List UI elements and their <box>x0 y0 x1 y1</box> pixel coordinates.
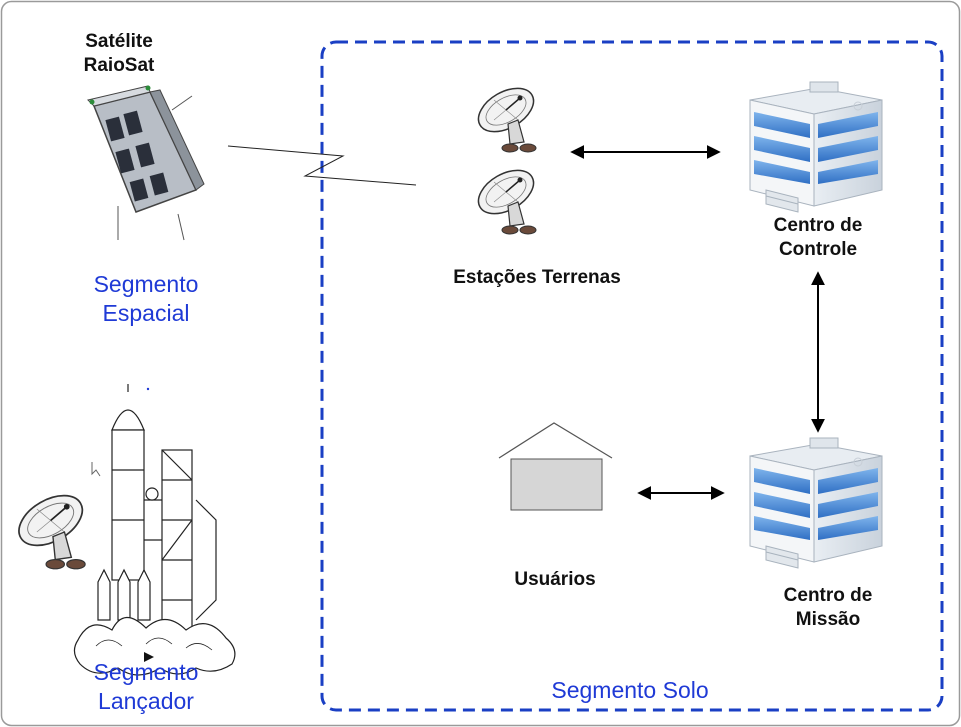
control-center-label: Centro de Controle <box>748 214 888 262</box>
antenna-dish-icon <box>9 484 92 570</box>
satellite-icon <box>87 85 205 241</box>
ground-segment-border <box>320 40 944 712</box>
antenna-dish-icon <box>470 78 542 153</box>
pointer-icon <box>144 652 154 662</box>
radio-link-icon <box>227 145 417 186</box>
space-segment-label-line2: Espacial <box>102 299 190 326</box>
launcher-segment-label: Segmento Lançador <box>68 658 224 716</box>
house-icon <box>498 422 613 511</box>
rocket-icon <box>73 384 236 676</box>
ground-segment-label: Segmento Solo <box>551 677 709 703</box>
mission-center-label-line1: Centro de <box>783 585 873 606</box>
building-icon <box>749 81 883 213</box>
ground-stations-label: Estações Terrenas <box>453 267 621 288</box>
antenna-dish-icon <box>470 160 542 235</box>
mission-center-label-line2: Missão <box>795 608 861 630</box>
space-segment-label: Segmento Espacial <box>72 270 220 328</box>
control-center-label-line1: Centro de <box>773 215 863 236</box>
launcher-segment-label-line1: Segmento <box>93 659 199 685</box>
building-icon <box>749 437 883 569</box>
satellite-label: Satélite RaioSat <box>64 30 174 78</box>
space-segment-label-line1: Segmento <box>93 271 199 297</box>
mission-center-label: Centro de Missão <box>758 584 898 632</box>
satellite-label-line1: Satélite <box>85 31 153 52</box>
control-center-label-line2: Controle <box>778 238 858 260</box>
users-label: Usuários <box>514 569 596 590</box>
launcher-segment-label-line2: Lançador <box>98 687 194 714</box>
dot-icon <box>146 387 150 391</box>
satellite-label-line2: RaioSat <box>83 54 155 76</box>
cursor-icon <box>91 462 101 477</box>
